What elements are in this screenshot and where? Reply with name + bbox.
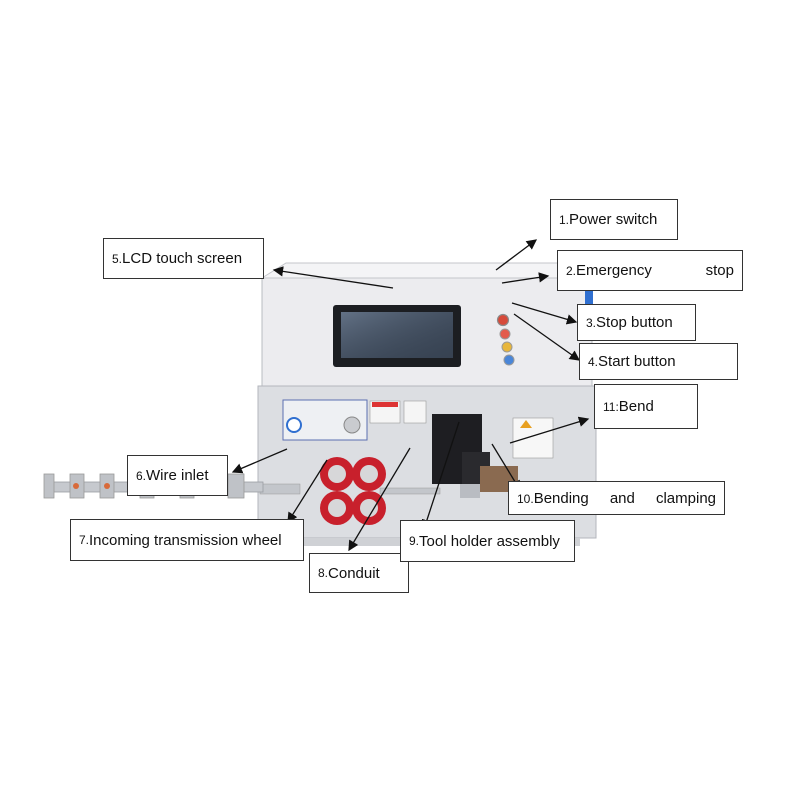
callout-number: 7. bbox=[79, 533, 90, 547]
callout-number: 11: bbox=[603, 399, 619, 414]
arrow-4 bbox=[513, 313, 581, 361]
callout-arrows bbox=[231, 239, 590, 552]
callout-stop-button: 3. Stop button bbox=[577, 304, 696, 341]
callout-label-part: Emergency bbox=[576, 262, 652, 279]
front-panel bbox=[257, 385, 597, 539]
callout-label: Bend bbox=[618, 398, 654, 415]
arrow-1 bbox=[495, 239, 538, 271]
callout-start-button: 4. Start button bbox=[579, 343, 738, 380]
callout-number: 2. bbox=[566, 264, 577, 278]
power-knob bbox=[503, 354, 515, 366]
callout-number: 9. bbox=[409, 534, 420, 548]
callout-label-part: stop bbox=[705, 262, 734, 279]
arrow-6 bbox=[231, 448, 288, 474]
callout-number: 3. bbox=[586, 315, 597, 330]
stop-button-knob bbox=[499, 328, 511, 340]
callout-bending-and-clamping: 10. Bending and clamping bbox=[508, 481, 725, 515]
callout-tool-holder-assembly: 9. Tool holder assembly bbox=[400, 520, 575, 562]
callout-label-part: and bbox=[609, 489, 635, 507]
conduit-rod bbox=[379, 487, 441, 495]
callout-emergency-stop: 2. Emergency stop bbox=[557, 250, 743, 291]
callout-number: 8. bbox=[318, 566, 329, 580]
lcd-screen bbox=[333, 305, 461, 367]
callout-number: 6. bbox=[136, 468, 147, 483]
machine-body bbox=[260, 262, 593, 389]
callout-conduit: 8. Conduit bbox=[309, 553, 409, 593]
callout-wire-inlet: 6. Wire inlet bbox=[127, 455, 228, 496]
callout-label: Tool holder assembly bbox=[419, 532, 560, 550]
callout-number: 10. bbox=[517, 491, 534, 506]
callout-lcd-touch-screen: 5. LCD touch screen bbox=[103, 238, 264, 279]
arrow-9 bbox=[421, 421, 460, 531]
tool-holder bbox=[432, 414, 518, 498]
callout-bend: 11: Bend bbox=[594, 384, 698, 429]
start-button-knob bbox=[501, 341, 513, 353]
callout-label: Power switch bbox=[569, 211, 658, 228]
callout-label: Incoming transmission wheel bbox=[89, 531, 282, 549]
callout-label: Conduit bbox=[328, 564, 380, 582]
blue-tab bbox=[585, 288, 593, 304]
callout-incoming-transmission-wheel: 7. Incoming transmission wheel bbox=[70, 519, 304, 561]
arrow-5 bbox=[272, 266, 394, 289]
transmission-wheels bbox=[320, 457, 386, 525]
control-buttons bbox=[496, 313, 515, 366]
callout-label-part: clamping bbox=[655, 489, 716, 507]
callout-label: Start button bbox=[598, 353, 676, 370]
callout-label: LCD touch screen bbox=[122, 250, 243, 267]
callout-number: 1. bbox=[559, 212, 570, 227]
callout-label-part: Bending bbox=[533, 489, 589, 507]
emergency-stop-knob bbox=[496, 313, 510, 327]
callout-label: Wire inlet bbox=[146, 467, 209, 484]
arrow-7 bbox=[287, 459, 328, 524]
callout-power-switch: 1. Power switch bbox=[550, 199, 678, 240]
arrow-2 bbox=[501, 272, 550, 284]
arrow-3 bbox=[511, 302, 578, 325]
arrow-8 bbox=[348, 447, 411, 552]
callout-number: 5. bbox=[112, 251, 123, 266]
arrow-11 bbox=[509, 416, 590, 444]
callout-label: Stop button bbox=[596, 314, 673, 331]
callout-number: 4. bbox=[588, 354, 599, 369]
